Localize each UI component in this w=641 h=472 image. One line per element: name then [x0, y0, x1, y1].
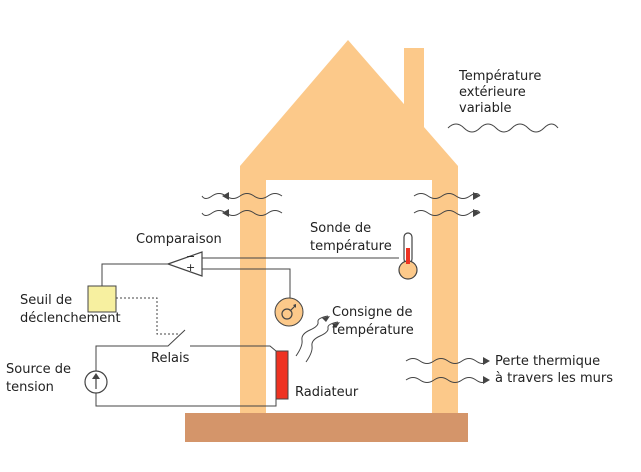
radiator [275, 350, 289, 400]
plus-sign: + [186, 261, 196, 274]
heat-wave-icon [447, 123, 559, 133]
threshold-line-1: Seuil de [20, 293, 73, 308]
radiator-heat-arrowheads [322, 316, 340, 328]
comparison-label: Comparaison [136, 232, 222, 247]
voltage-source-line-2: tension [6, 380, 54, 395]
minus-sign: − [186, 250, 196, 263]
setpoint-line-1: Consigne de [332, 305, 413, 320]
voltage-source-label: Source de tension [6, 361, 71, 397]
heat-loss-arrows-left [201, 193, 283, 216]
relay-label: Relais [151, 351, 190, 366]
voltage-source-line-1: Source de [6, 362, 72, 377]
heat-loss-arrows-right-bottom [405, 358, 487, 383]
ground-slab [185, 413, 468, 442]
house-walls [240, 40, 458, 413]
thermometer-icon [398, 232, 418, 280]
setpoint-knob-icon [274, 297, 304, 327]
heat-loss-line-1: Perte thermique [495, 354, 601, 369]
outside-temp-line-3: variable [459, 101, 512, 116]
heat-loss-arrowheads [222, 192, 490, 384]
voltage-source-icon [84, 370, 108, 394]
outside-temp-label: Température extérieure variable [459, 69, 541, 117]
radiator-label: Radiateur [295, 385, 359, 400]
threshold-label: Seuil de déclenchement [20, 292, 121, 328]
threshold-line-2: déclenchement [20, 311, 121, 326]
dashed-link [116, 297, 178, 335]
sensor-line-2: température [310, 239, 392, 254]
chimney [404, 48, 424, 128]
threshold-box [87, 285, 117, 313]
heat-loss-label: Perte thermique à travers les murs [495, 353, 613, 387]
heat-loss-arrows-right-top [413, 193, 481, 216]
sensor-label: Sonde de température [310, 220, 392, 256]
setpoint-label: Consigne de température [332, 304, 414, 340]
outside-temp-line-2: extérieure [459, 85, 526, 100]
wiring [95, 257, 399, 407]
heat-loss-line-2: à travers les murs [495, 371, 613, 386]
outside-temp-line-1: Température [459, 69, 542, 84]
sensor-line-1: Sonde de [310, 221, 372, 236]
comparator-triangle-icon [166, 251, 203, 277]
setpoint-line-2: température [332, 323, 414, 338]
radiator-heat-waves [295, 315, 339, 363]
